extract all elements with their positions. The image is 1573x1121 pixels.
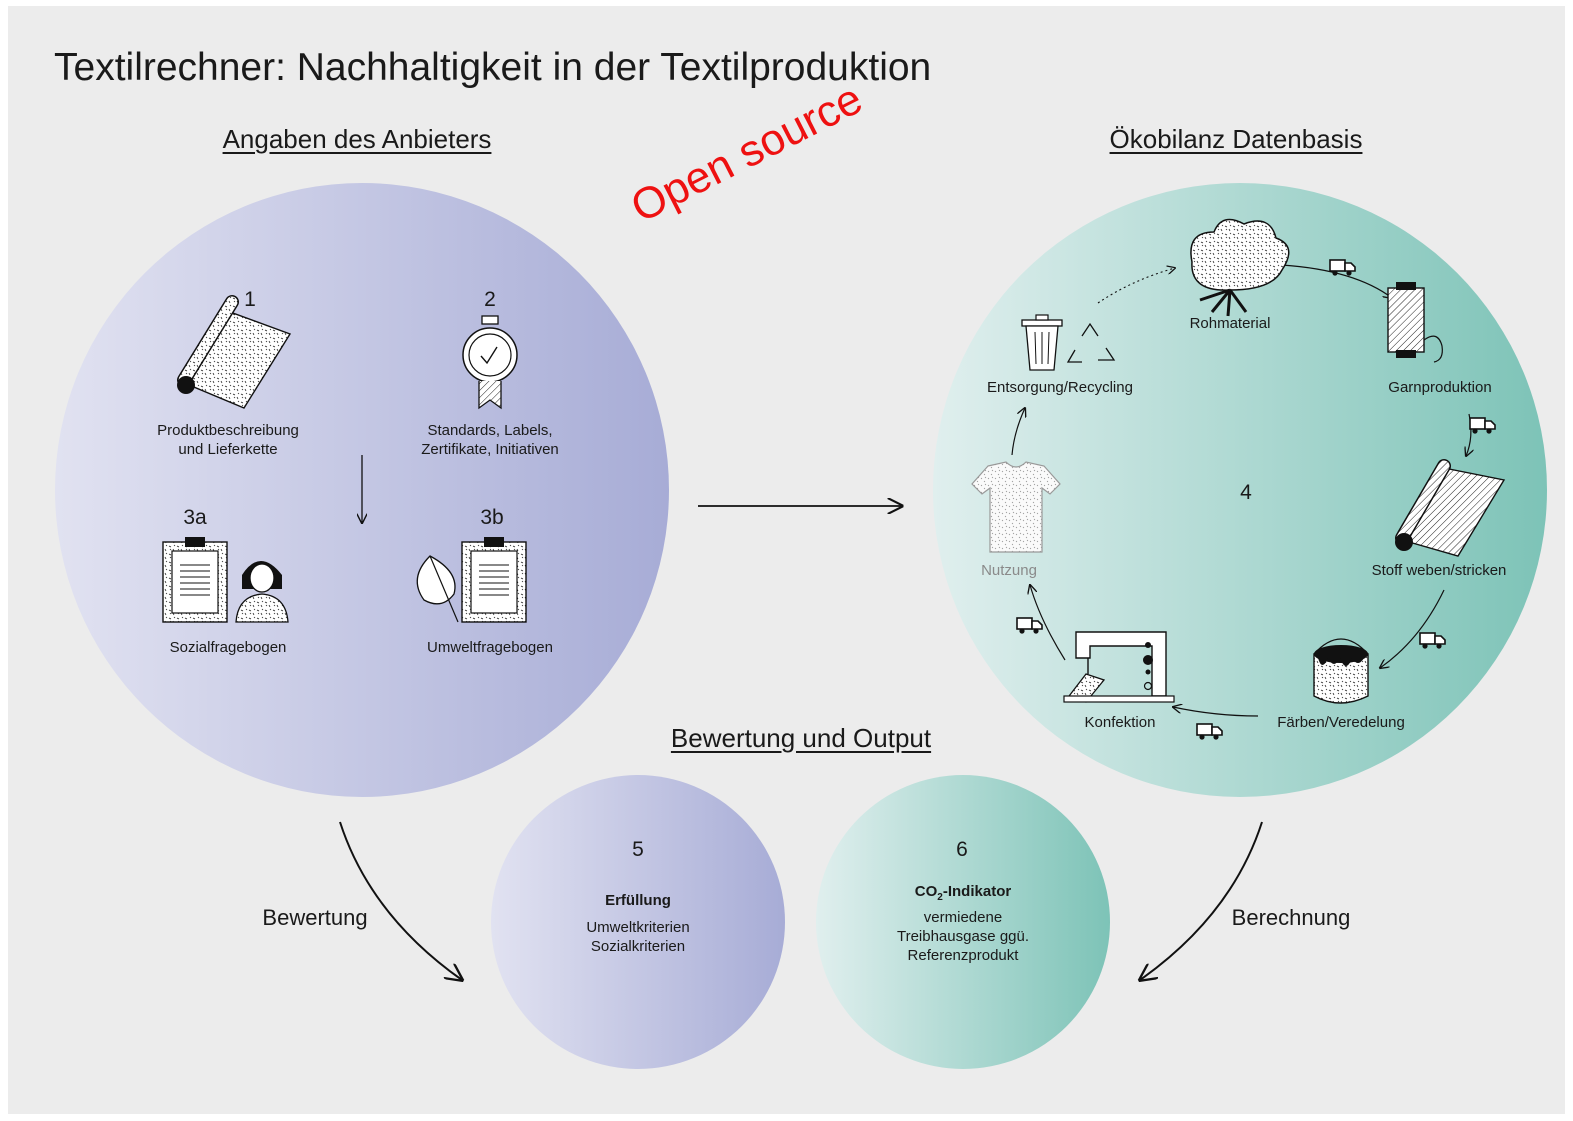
trash-recycle-icon [1021,314,1116,371]
item-1-number: 1 [244,288,256,311]
berechnung-arrow [1140,821,1263,980]
leaf-clipboard-icon [416,537,527,623]
output-6-number: 6 [956,838,968,861]
item-3b-label: Umweltfragebogen [427,639,553,656]
item-3b-number: 3b [480,506,504,529]
item-3a-label: Sozialfragebogen [169,639,287,656]
stage-entsorgung: Entsorgung/Recycling [987,379,1133,396]
yarn-spool-icon [1387,282,1443,363]
output-circle-5 [491,775,785,1069]
certificate-medal-icon [462,315,518,410]
bewertung-arrow [339,821,462,980]
stage-faerben: Färben/Veredelung [1277,714,1405,731]
bottom-heading: Bewertung und Output [670,723,932,753]
tshirt-icon [971,461,1061,553]
item-2-number: 2 [484,288,496,311]
bewertung-label: Bewertung [262,905,368,930]
page-title: Textilrechner: Nachhaltigkeit in der Tex… [54,46,932,89]
paint-bucket-icon [1313,638,1369,704]
right-heading: Ökobilanz Datenbasis [1109,124,1363,154]
item-3a-number: 3a [183,506,207,529]
stage-konfektion: Konfektion [1084,714,1156,731]
item-2-label: Standards, Labels,Zertifikate, Initiativ… [421,422,559,458]
output-5-title: Erfüllung [605,892,671,909]
stage-stoff: Stoff weben/stricken [1371,562,1507,579]
fabric-roll-right-icon [1395,459,1506,557]
output-6-title: CO2-Indikator [914,883,1012,903]
fabric-roll-icon [177,295,292,409]
stage-garnproduktion: Garnproduktion [1388,379,1492,396]
cotton-icon [1190,218,1290,317]
stage-nutzung: Nutzung [981,562,1037,579]
output-circle-6 [816,775,1110,1069]
berechnung-label: Berechnung [1231,905,1351,930]
sewing-machine-icon [1063,631,1175,703]
stage-rohmaterial: Rohmaterial [1189,315,1271,332]
clipboard-person-icon [162,537,289,623]
output-5-number: 5 [632,838,644,861]
left-heading: Angaben des Anbieters [222,124,492,154]
lca-number: 4 [1240,481,1252,504]
